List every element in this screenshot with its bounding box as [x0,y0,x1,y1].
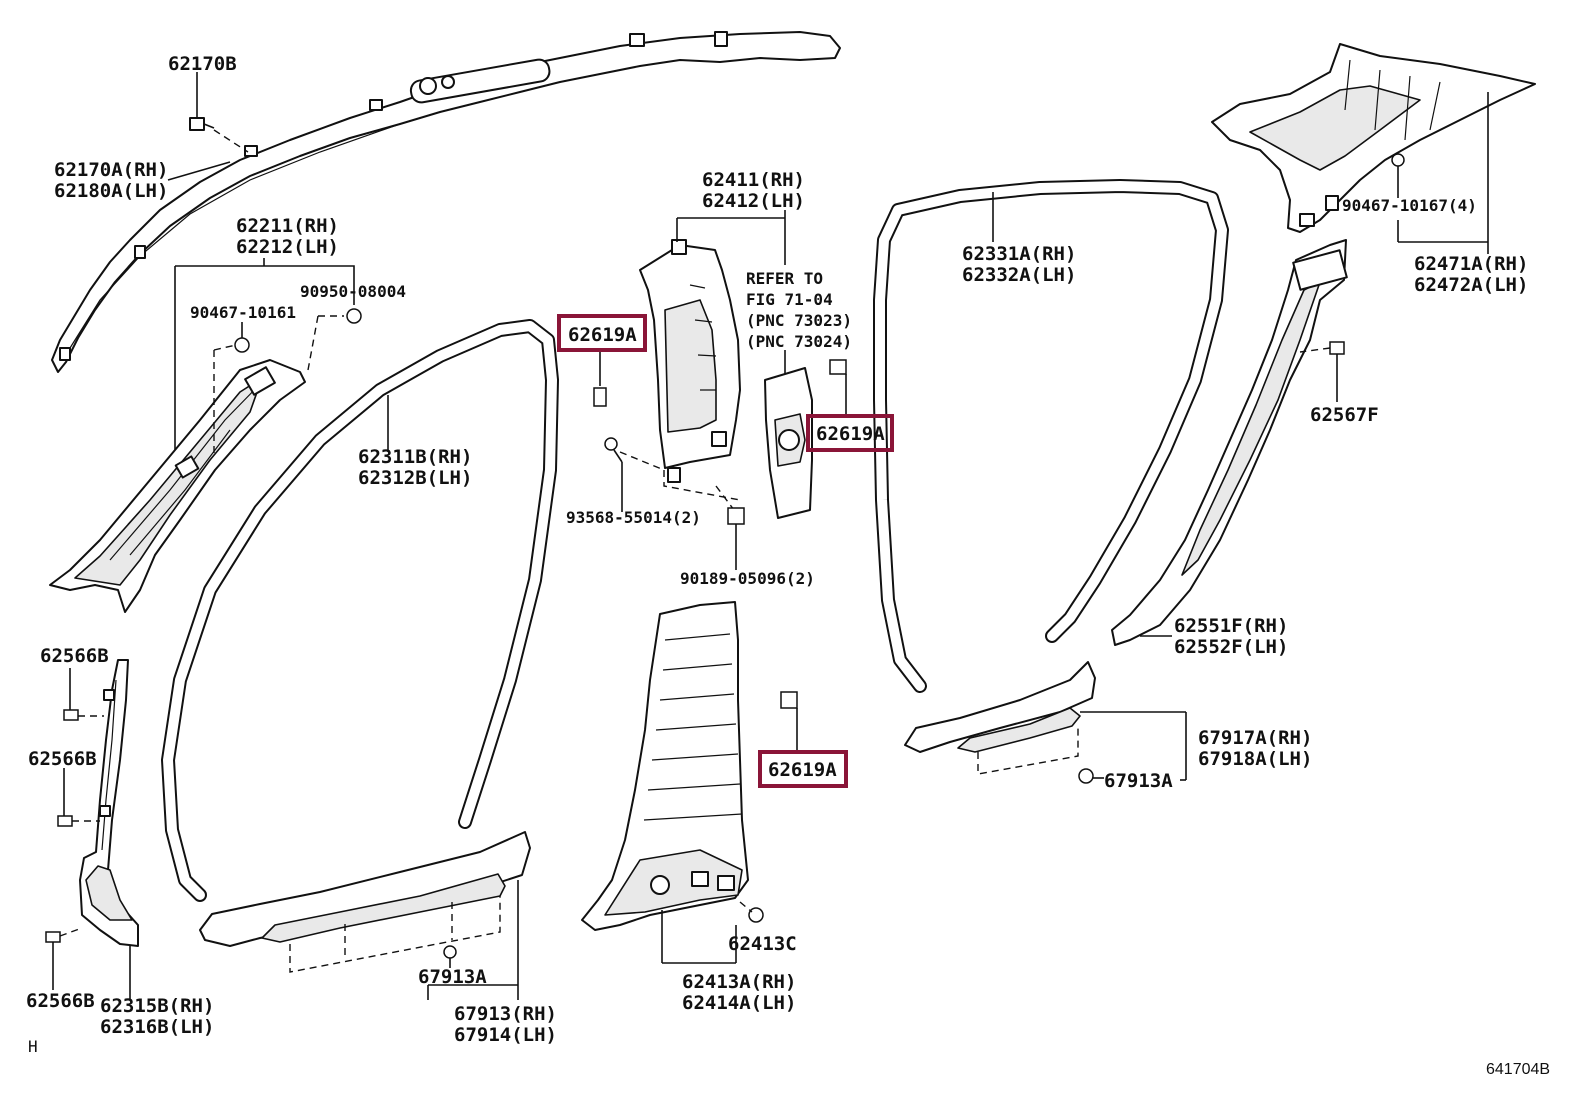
seatbelt-cover [764,367,813,519]
label-corner-h: H [28,1037,38,1056]
label-62211: 62211(RH) [236,215,339,237]
label-62566b-b: 62566B [28,748,97,770]
bolt-93568 [604,437,623,512]
label-67914: 67914(LH) [454,1024,557,1046]
bolt-62170b [167,72,249,181]
label-62567f: 62567F [1310,404,1379,426]
clip-62619a-c [780,691,798,752]
label-62212: 62212(LH) [236,236,339,258]
label-62332a: 62332A(LH) [962,264,1076,286]
label-67913a-a: 67913A [418,966,487,988]
label-62471a: 62471A(RH) [1414,253,1528,275]
cowl-side-trim [45,659,139,1000]
label-62331a: 62331A(RH) [962,243,1076,265]
label-67913: 67913(RH) [454,1003,557,1025]
label-62170b: 62170B [168,53,237,75]
figure-id: 641704B [1486,1061,1550,1078]
label-62472a: 62472A(LH) [1414,274,1528,296]
label-62315b: 62315B(RH) [100,995,214,1017]
label-62566b-a: 62566B [40,645,109,667]
label-90467-10161: 90467-10161 [190,303,296,322]
label-62170a: 62170A(RH) [54,159,168,181]
label-62412: 62412(LH) [702,190,805,212]
label-62414a: 62414A(LH) [682,992,796,1014]
label-90950: 90950-08004 [300,282,406,301]
label-refer-4: (PNC 73024) [746,332,852,351]
label-62180a: 62180A(LH) [54,180,168,202]
label-62311b: 62311B(RH) [358,446,472,468]
c-pillar-garnish [1111,239,1348,646]
label-67918a: 67918A(LH) [1198,748,1312,770]
label-90189: 90189-05096(2) [680,569,815,588]
label-62566b-c: 62566B [26,990,95,1012]
b-pillar-lower-garnish [581,601,749,964]
rear-door-weatherstrip [873,179,1229,693]
label-67913a-b: 67913A [1104,770,1173,792]
label-62619a-c: 62619A [768,759,837,781]
highlight-62619a-b [806,414,894,452]
label-67917a: 67917A(RH) [1198,727,1312,749]
label-62413a: 62413A(RH) [682,971,796,993]
label-refer-2: FIG 71-04 [746,290,833,309]
clip-62619a-a [593,350,607,407]
clip-62413c [739,901,764,923]
roof-rail-airbag [51,31,841,373]
package-tray-trim [1211,43,1536,254]
highlight-62619a-c [758,750,848,788]
label-62312b: 62312B(LH) [358,467,472,489]
label-refer-3: (PNC 73023) [746,311,852,330]
label-62411: 62411(RH) [702,169,805,191]
label-62316b: 62316B(LH) [100,1016,214,1038]
rear-scuff-plate [904,661,1187,784]
highlight-62619a-a [557,314,647,352]
label-62551f: 62551F(RH) [1174,615,1288,637]
clip-62619a-b [829,359,847,418]
a-pillar-garnish [49,258,362,613]
front-scuff-plate [199,831,531,1000]
label-62552f: 62552F(LH) [1174,636,1288,658]
front-door-weatherstrip [161,319,559,902]
label-62619a-b: 62619A [816,423,885,445]
label-90467-10167: 90467-10167(4) [1342,196,1477,215]
label-62413c: 62413C [728,933,797,955]
label-refer-1: REFER TO [746,269,823,288]
label-93568: 93568-55014(2) [566,508,701,527]
nut-90189 [727,507,745,570]
b-pillar-upper-garnish [619,210,786,511]
label-62619a-a: 62619A [568,324,637,346]
